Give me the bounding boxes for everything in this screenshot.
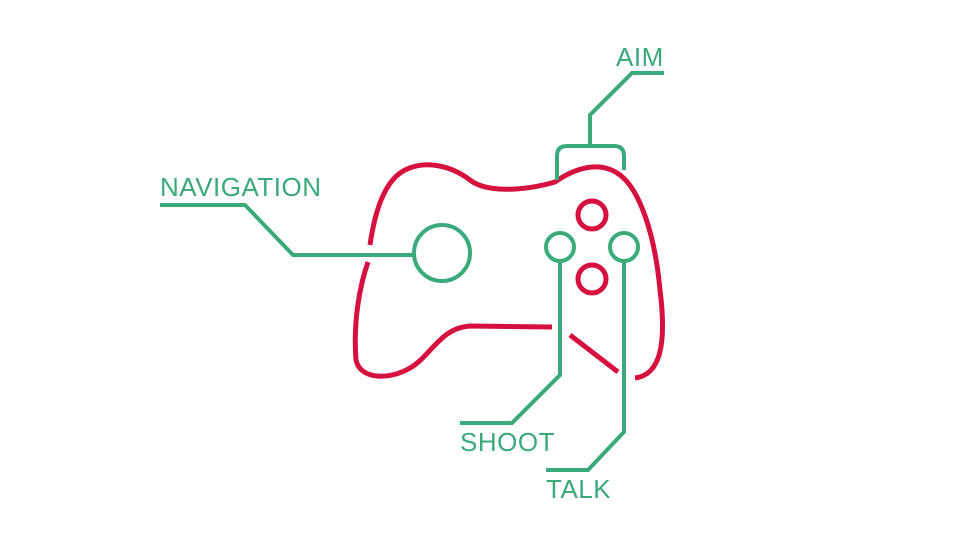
gamepad-icon <box>352 162 666 381</box>
talk-button <box>608 231 640 263</box>
talk-leader <box>546 261 626 472</box>
talk-label: TALK <box>546 474 611 504</box>
callouts <box>160 71 664 472</box>
shoot-label: SHOOT <box>460 427 555 457</box>
button-top <box>575 198 609 232</box>
aim-label: AIM <box>616 42 664 72</box>
aim-leader <box>588 71 664 146</box>
shoot-button <box>544 231 576 263</box>
controller-bottom-right <box>568 333 620 374</box>
navigation-stick <box>412 223 472 283</box>
controller-body-outline <box>367 162 666 381</box>
navigation-leader <box>160 203 414 257</box>
button-bottom <box>575 262 609 296</box>
controller-bottom-left <box>352 261 553 379</box>
navigation-label: NAVIGATION <box>160 172 322 202</box>
shoot-leader <box>460 261 562 425</box>
